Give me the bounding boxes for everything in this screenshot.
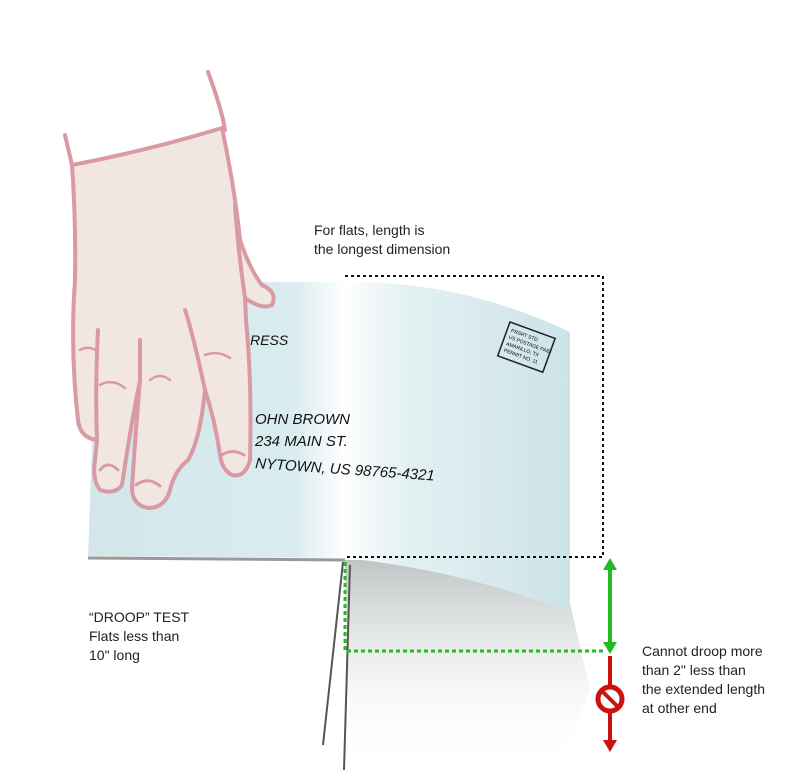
- address-line: OHN BROWN: [255, 411, 350, 428]
- drooped-edge: [322, 561, 344, 746]
- hand-illustration: [63, 70, 276, 510]
- label-line: 10" long: [89, 647, 140, 663]
- label-line: at other end: [642, 700, 717, 716]
- no-entry-icon: [595, 684, 625, 714]
- label-line: the longest dimension: [314, 241, 451, 257]
- label-line: For flats, length is: [314, 222, 425, 238]
- return-address-label: DRESS: [240, 332, 289, 348]
- envelope-right: [345, 281, 570, 612]
- address-line: 234 MAIN ST.: [254, 433, 348, 450]
- label-line: the extended length: [642, 681, 765, 697]
- droop-rule-label: Cannot droop more than 2" less than the …: [642, 642, 765, 718]
- drooped-edge: [343, 564, 351, 771]
- label-line: Flats less than: [89, 628, 180, 644]
- label-line: “DROOP” TEST: [89, 609, 190, 625]
- length-note: For flats, length is the longest dimensi…: [314, 221, 450, 259]
- allowed-droop-arrow: [603, 558, 617, 654]
- label-line: Cannot droop more: [642, 643, 763, 659]
- droop-length-outline: [343, 562, 605, 653]
- droop-shadow: [345, 560, 590, 770]
- extended-length-outline: [345, 275, 604, 558]
- envelope-bottom-edge: [87, 556, 346, 562]
- label-line: than 2" less than: [642, 662, 746, 678]
- droop-test-label: “DROOP” TEST Flats less than 10" long: [89, 608, 189, 665]
